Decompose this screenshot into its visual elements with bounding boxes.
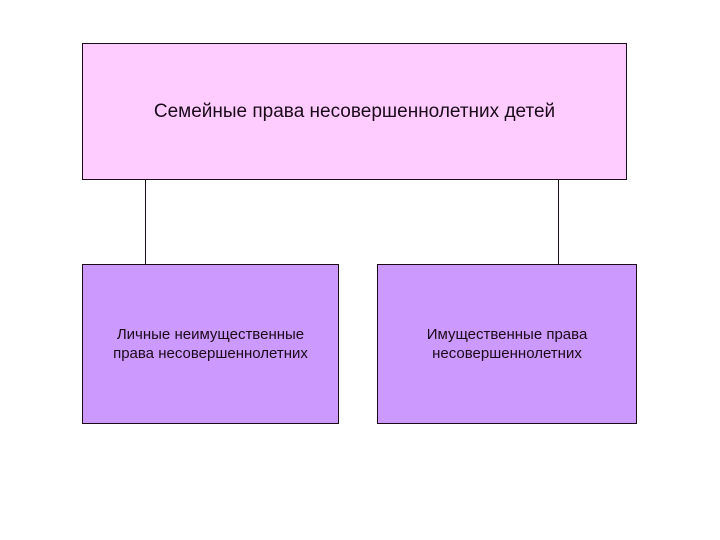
- root-node: Семейные права несовершеннолетних детей: [82, 43, 627, 180]
- connector-left: [145, 180, 146, 264]
- child-node-label: Личные неимущественные права несовершенн…: [113, 326, 308, 362]
- child-node-label: Имущественные права несовершеннолетних: [426, 326, 588, 362]
- child-node-property-rights: Имущественные права несовершеннолетних: [377, 264, 637, 424]
- child-node-personal-rights: Личные неимущественные права несовершенн…: [82, 264, 339, 424]
- root-node-label: Семейные права несовершеннолетних детей: [153, 100, 556, 122]
- connector-right: [558, 180, 559, 264]
